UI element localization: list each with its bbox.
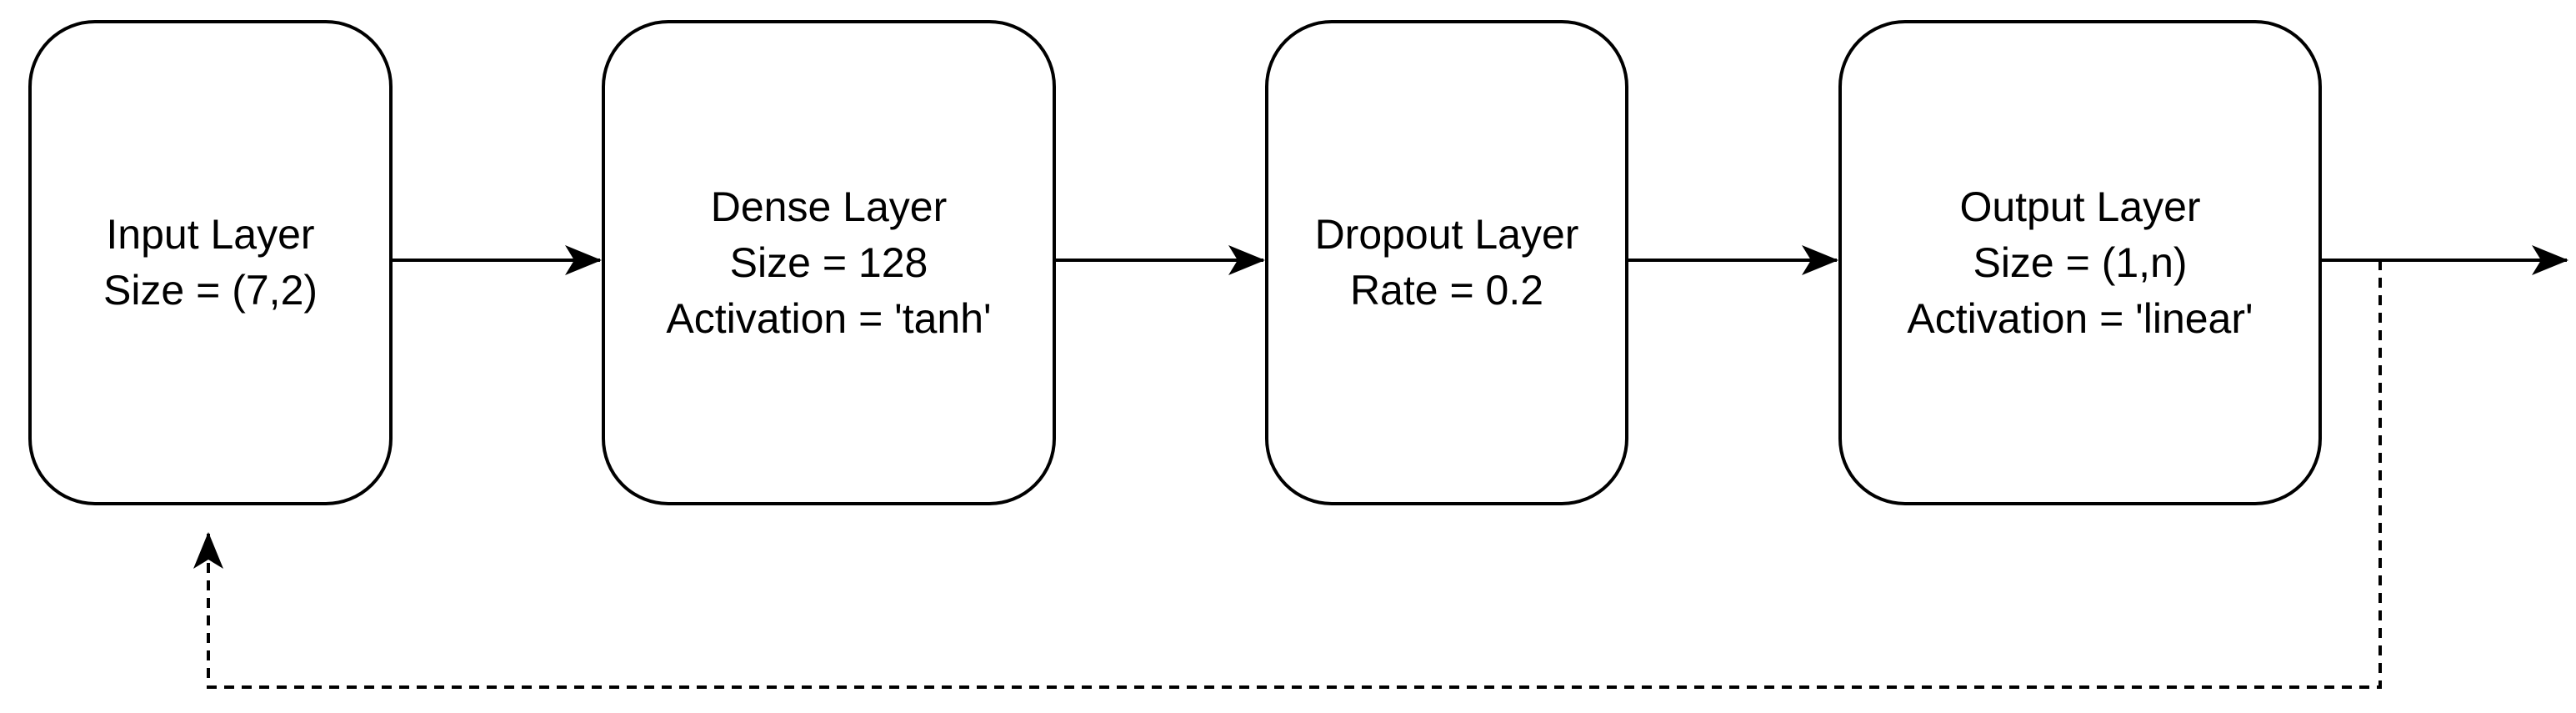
output-layer-box: Output Layer Size = (1,n) Activation = '…: [1838, 20, 2322, 505]
input-layer-size: Size = (7,2): [103, 267, 318, 314]
input-layer-title: Input Layer: [106, 211, 315, 258]
dense-layer-size: Size = 128: [729, 239, 928, 286]
dropout-layer-title: Dropout Layer: [1314, 211, 1579, 258]
dense-layer-activation: Activation = 'tanh': [666, 294, 992, 342]
dropout-layer-box: Dropout Layer Rate = 0.2: [1265, 20, 1628, 505]
output-layer-activation: Activation = 'linear': [1907, 294, 2253, 342]
dense-layer-title: Dense Layer: [710, 183, 948, 230]
output-layer-size: Size = (1,n): [1973, 239, 2188, 286]
dense-layer-box: Dense Layer Size = 128 Activation = 'tan…: [602, 20, 1056, 505]
input-layer-box: Input Layer Size = (7,2): [28, 20, 393, 505]
output-layer-title: Output Layer: [1959, 183, 2201, 230]
feedback-dashed-arrow: [193, 260, 2382, 689]
dropout-layer-rate: Rate = 0.2: [1349, 267, 1544, 314]
